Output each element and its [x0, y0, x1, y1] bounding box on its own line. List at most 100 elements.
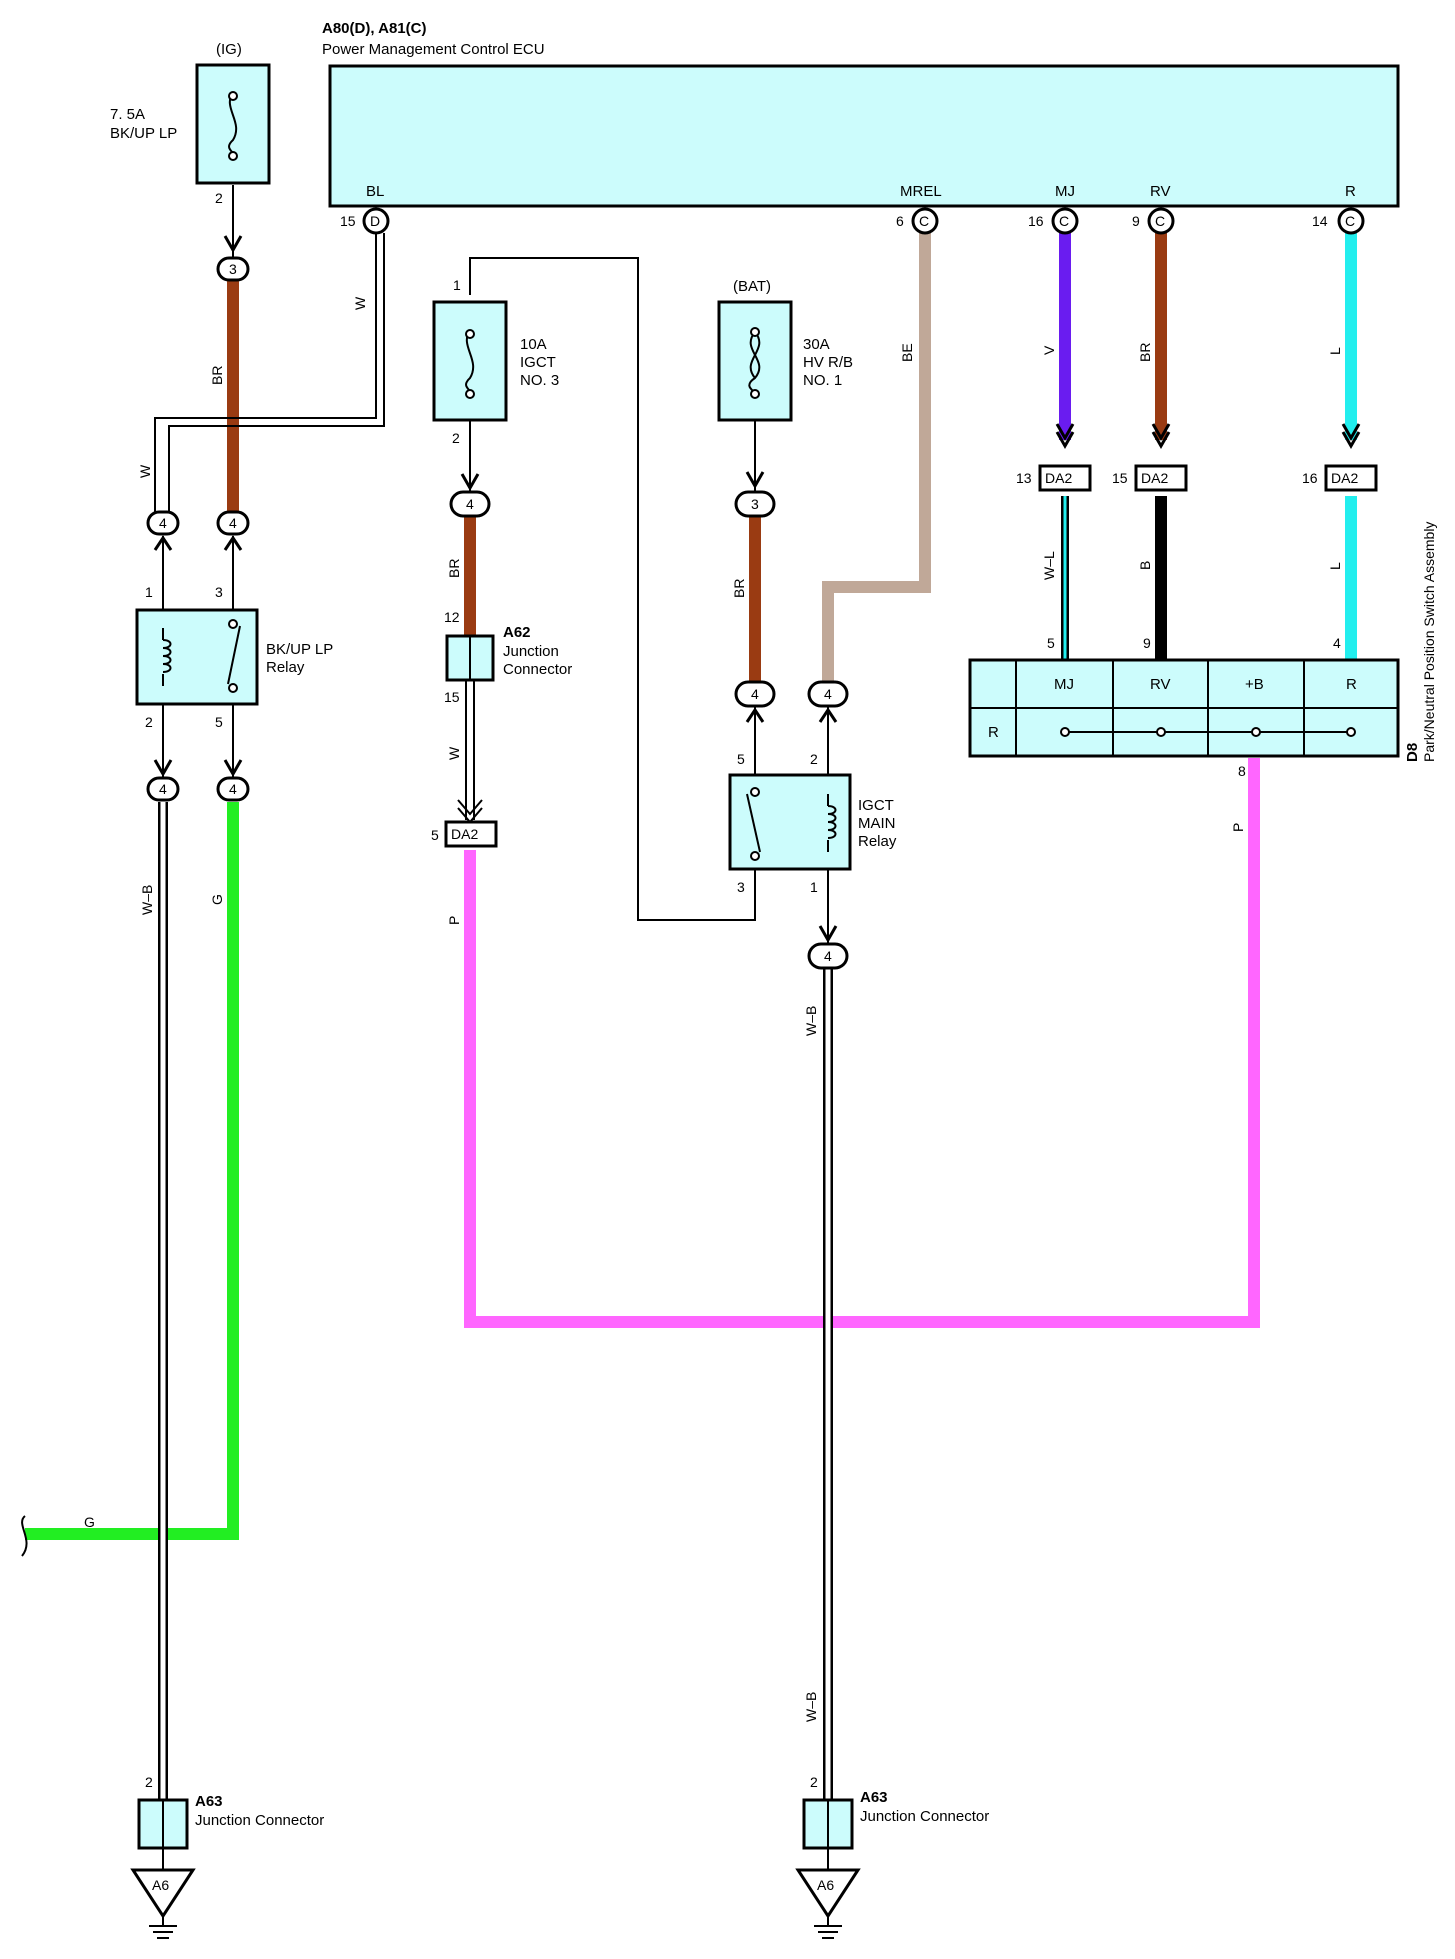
- svg-text:6: 6: [896, 213, 904, 229]
- splice-4-bkup-right-bottom: 4: [216, 759, 250, 802]
- svg-text:A6: A6: [817, 1877, 834, 1893]
- junction-a63-left: 2 A63 Junction Connector A6: [130, 1774, 324, 1939]
- svg-text:+B: +B: [1245, 676, 1264, 693]
- connector-da2-rv: 15 DA2: [1112, 464, 1188, 492]
- svg-text:5: 5: [737, 751, 745, 767]
- ecu-name: Power Management Control ECU: [322, 41, 545, 58]
- svg-text:4: 4: [159, 781, 167, 797]
- svg-text:W: W: [352, 296, 368, 310]
- ecu-terminal-mrel: MREL: [900, 183, 942, 200]
- svg-text:3: 3: [215, 584, 223, 600]
- splice-4-bkup-left-top: 4: [146, 510, 180, 551]
- svg-text:NO. 1: NO. 1: [803, 372, 842, 389]
- svg-text:3: 3: [229, 261, 237, 277]
- splice-4-igct-relay-right: 4: [807, 680, 849, 723]
- svg-text:16: 16: [1028, 213, 1044, 229]
- svg-text:15: 15: [340, 213, 356, 229]
- fuse-ig: (IG) 7. 5A BK/UP LP 2: [110, 41, 271, 254]
- svg-text:A6: A6: [152, 1877, 169, 1893]
- svg-text:BR: BR: [209, 366, 225, 385]
- svg-text:W–B: W–B: [803, 1692, 819, 1722]
- svg-text:W–L: W–L: [1041, 551, 1057, 580]
- fuse-bat: (BAT) 30A HV R/B NO. 1: [717, 278, 853, 490]
- svg-text:(BAT): (BAT): [733, 278, 771, 295]
- ecu-terminal-mj: MJ: [1055, 183, 1075, 200]
- splice-3-bat: 3: [734, 490, 776, 518]
- svg-text:4: 4: [229, 781, 237, 797]
- svg-text:Junction Connector: Junction Connector: [860, 1808, 989, 1825]
- svg-text:DA2: DA2: [1141, 470, 1168, 486]
- svg-text:12: 12: [444, 609, 460, 625]
- splice-4-igct-bottom: 4: [807, 925, 849, 970]
- fuse-igct: 1 10A IGCT NO. 3 2: [432, 277, 559, 492]
- svg-text:C: C: [1059, 213, 1069, 229]
- svg-text:2: 2: [145, 1774, 153, 1790]
- svg-text:IGCT: IGCT: [858, 797, 894, 814]
- svg-text:Junction: Junction: [503, 643, 559, 660]
- connector-da2-mj: 13 DA2: [1016, 464, 1092, 492]
- svg-text:DA2: DA2: [1331, 470, 1358, 486]
- svg-text:1: 1: [453, 277, 461, 293]
- svg-text:5: 5: [1047, 635, 1055, 651]
- svg-text:NO. 3: NO. 3: [520, 372, 559, 389]
- ecu-terminal-bl: BL: [366, 183, 384, 200]
- svg-text:HV R/B: HV R/B: [803, 354, 853, 371]
- svg-text:W: W: [137, 464, 153, 478]
- svg-text:4: 4: [824, 948, 832, 964]
- svg-text:W–B: W–B: [803, 1006, 819, 1036]
- svg-text:10A: 10A: [520, 336, 547, 353]
- svg-text:C: C: [1155, 213, 1165, 229]
- splice-3: 3: [216, 256, 250, 282]
- svg-text:RV: RV: [1150, 676, 1171, 693]
- svg-text:MJ: MJ: [1054, 676, 1074, 693]
- svg-text:R: R: [1346, 676, 1357, 693]
- wire-g-break: [21, 1515, 28, 1557]
- svg-text:1: 1: [145, 584, 153, 600]
- svg-text:30A: 30A: [803, 336, 830, 353]
- junction-a63-right: 2 A63 Junction Connector A6: [795, 1774, 989, 1939]
- fuse-ig-name: BK/UP LP: [110, 125, 177, 142]
- svg-text:2: 2: [145, 714, 153, 730]
- svg-text:C: C: [1345, 213, 1355, 229]
- svg-text:15: 15: [1112, 470, 1128, 486]
- svg-text:9: 9: [1132, 213, 1140, 229]
- svg-text:BK/UP LP: BK/UP LP: [266, 641, 333, 658]
- svg-text:4: 4: [751, 686, 759, 702]
- relay-bkup-lp: 1 3 BK/UP LP Relay 2 5: [135, 584, 333, 730]
- svg-text:1: 1: [810, 879, 818, 895]
- wire-be: [822, 233, 931, 682]
- splice-4-igct-relay-left: 4: [734, 680, 776, 723]
- svg-text:2: 2: [215, 190, 223, 206]
- relay-igct-main: 5 2 IGCT MAIN Relay 3 1: [728, 751, 897, 895]
- fuse-ig-rating: 7. 5A: [110, 106, 145, 123]
- splice-4-bkup-left-bottom: 4: [146, 759, 180, 802]
- svg-text:3: 3: [751, 496, 759, 512]
- ecu-terminal-rv: RV: [1150, 183, 1171, 200]
- svg-text:4: 4: [824, 686, 832, 702]
- svg-text:16: 16: [1302, 470, 1318, 486]
- svg-text:4: 4: [229, 515, 237, 531]
- svg-text:IGCT: IGCT: [520, 354, 556, 371]
- svg-text:W–B: W–B: [139, 885, 155, 915]
- svg-text:Junction Connector: Junction Connector: [195, 1812, 324, 1829]
- ecu-terminal-r: R: [1345, 183, 1356, 200]
- svg-text:9: 9: [1143, 635, 1151, 651]
- switch-d8: 5 9 4 MJ RV +B R R 8 D8 Park/Neutral Pos…: [968, 522, 1437, 779]
- svg-text:5: 5: [431, 827, 439, 843]
- ecu-ref: A80(D), A81(C): [322, 20, 426, 37]
- svg-text:R: R: [988, 724, 999, 741]
- svg-text:3: 3: [737, 879, 745, 895]
- fuse-ig-circuit: (IG): [216, 41, 242, 58]
- svg-text:2: 2: [810, 1774, 818, 1790]
- svg-text:L: L: [1327, 347, 1343, 355]
- wire-w-bl: [154, 233, 377, 512]
- svg-text:2: 2: [810, 751, 818, 767]
- svg-text:BR: BR: [1137, 343, 1153, 362]
- svg-text:BE: BE: [899, 343, 915, 362]
- svg-text:C: C: [919, 213, 929, 229]
- wire-g: [25, 802, 239, 1540]
- svg-text:A62: A62: [503, 624, 531, 641]
- svg-text:13: 13: [1016, 470, 1032, 486]
- wire-p: [464, 758, 1260, 1328]
- wire-igct-loop: [469, 257, 756, 921]
